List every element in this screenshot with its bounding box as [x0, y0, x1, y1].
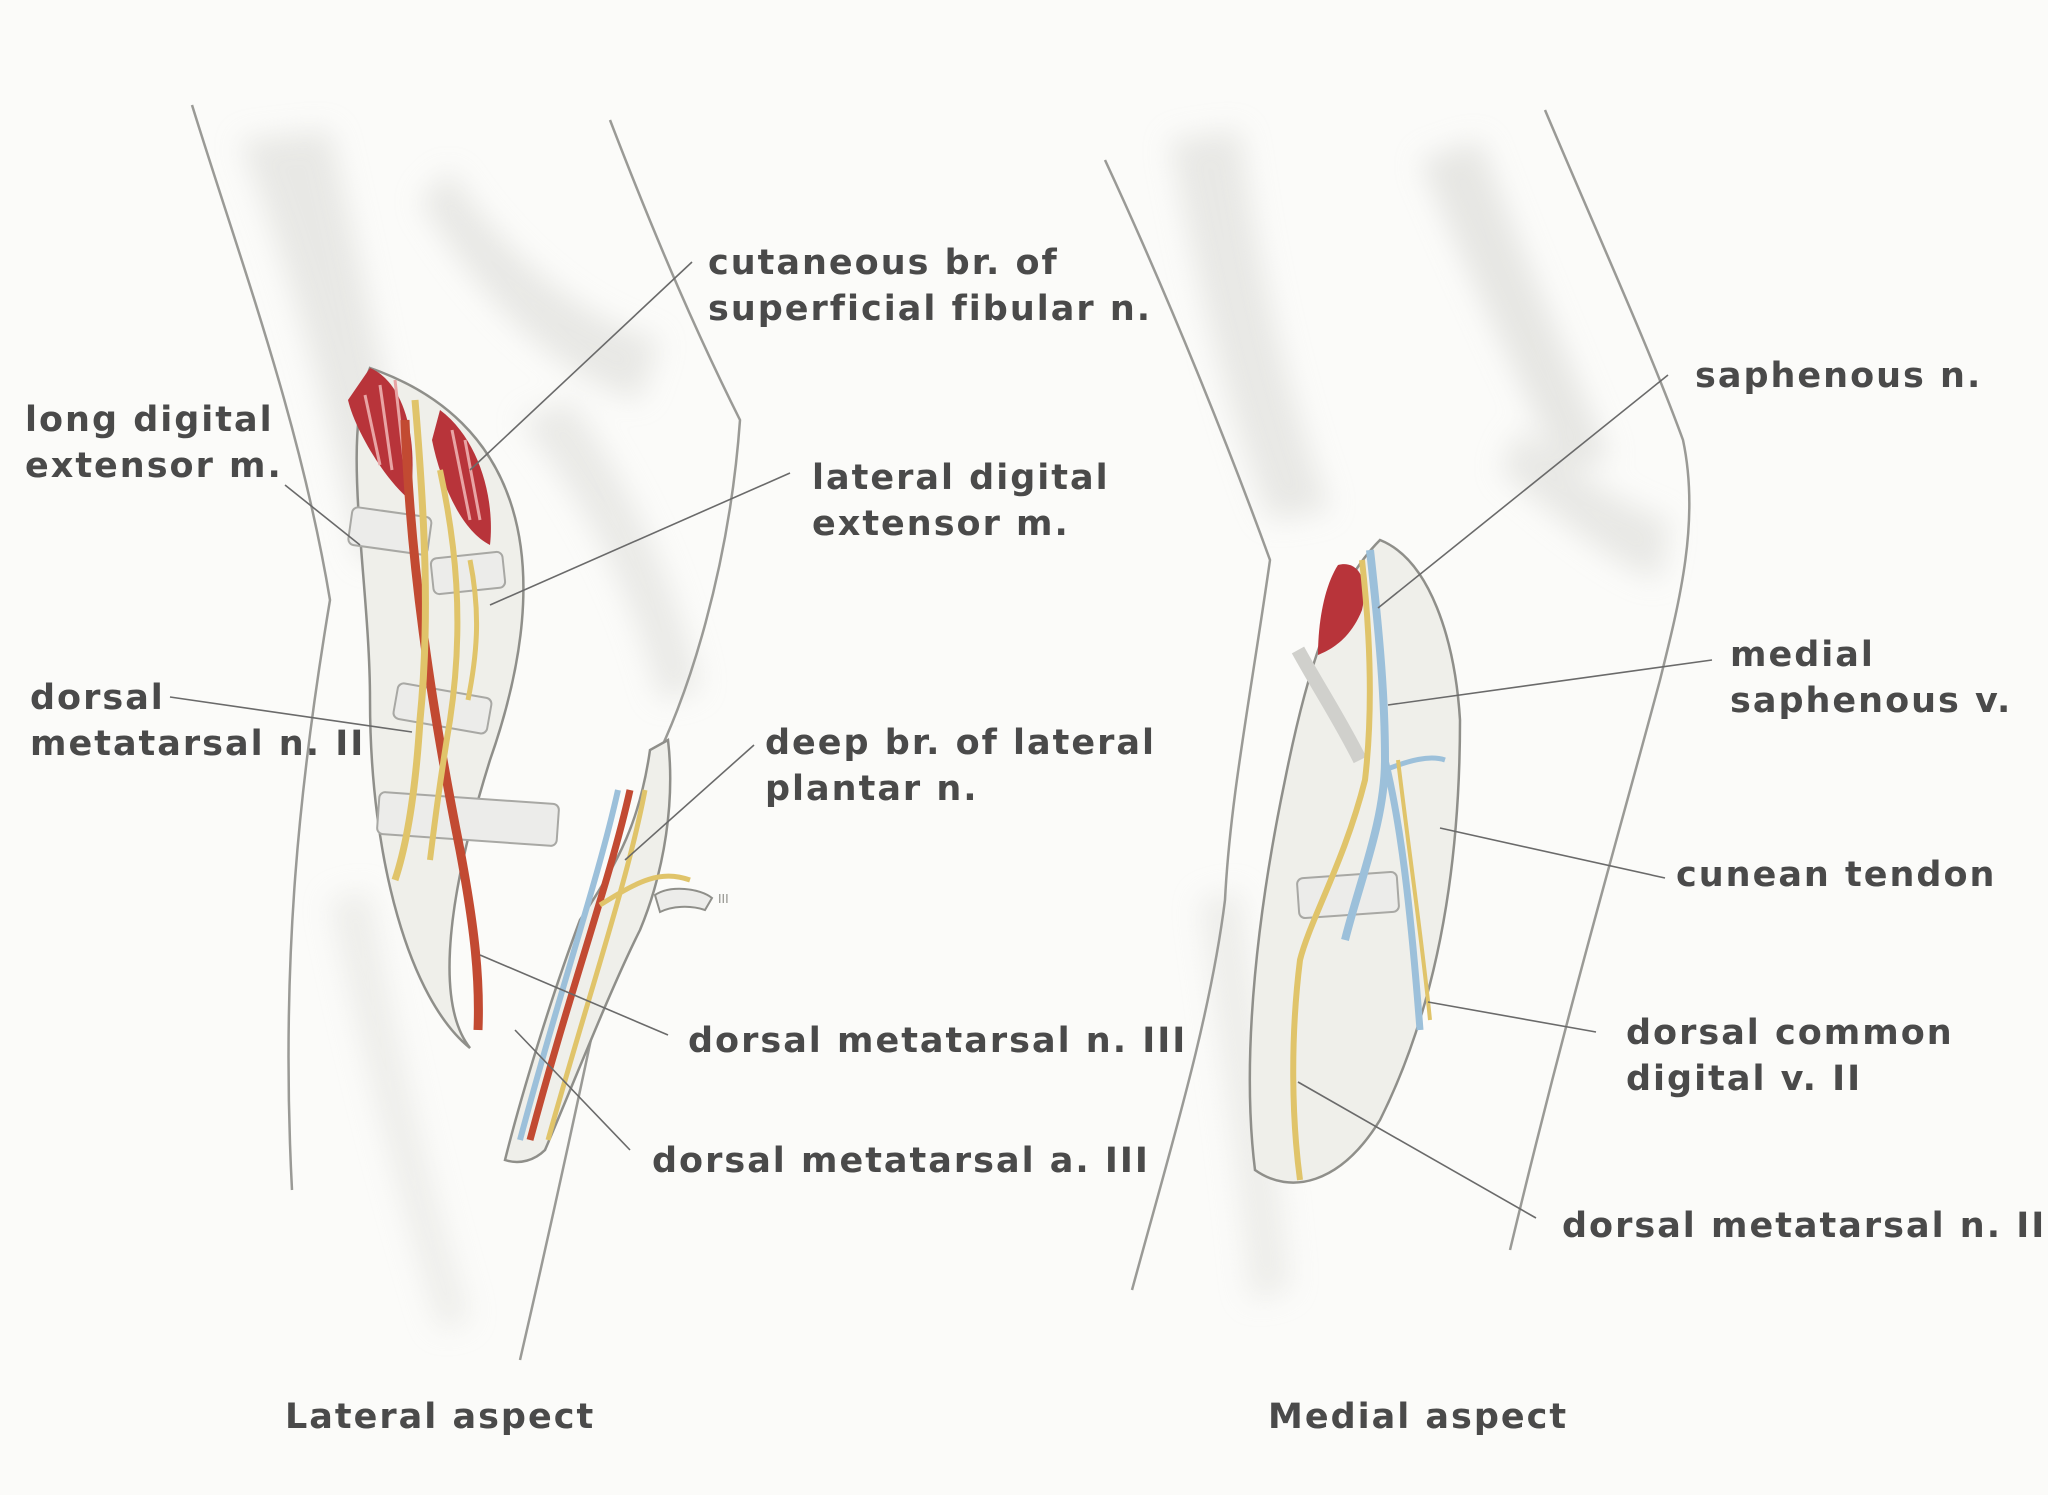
caption-lateral-aspect: Lateral aspect [285, 1397, 596, 1437]
nerve [465, 559, 480, 701]
nerve [1396, 759, 1432, 1021]
medial-limb-shading [1170, 130, 1670, 1300]
lateral-limb: III [190, 104, 742, 1361]
tendon-stump [653, 887, 714, 914]
leader-dorsal-mt-n2-left [169, 696, 413, 733]
vein [1381, 759, 1424, 1031]
leader-lines [169, 261, 1713, 1219]
muscle-belly [1318, 564, 1365, 655]
label-cunean-tendon: cunean tendon [1676, 855, 1997, 895]
label-lateral-digital-extensor: lateral digital extensor m. [812, 458, 1110, 544]
medial-dissection-window [1248, 538, 1462, 1184]
caption-medial-aspect: Medial aspect [1268, 1397, 1569, 1437]
label-medial-saphenous-v: medial saphenous v. [1730, 635, 2013, 721]
tendon-band [376, 791, 560, 847]
leader-medial-saphenous-v [1387, 659, 1713, 706]
lateral-limb-outline-right [518, 119, 742, 1361]
leader-dorsal-mt-n2-right [1297, 1081, 1537, 1219]
nerve [1290, 559, 1373, 1181]
tendon [1291, 646, 1367, 764]
upper-dissection-window [347, 366, 560, 1049]
lateral-limb-outline-left [190, 104, 332, 1191]
tendon-band [429, 550, 507, 596]
label-dorsal-metatarsal-n2-left: dorsal metatarsal n. II [30, 678, 366, 764]
leader-saphenous-n [1377, 374, 1669, 609]
leader-dorsal-mt-n3 [479, 954, 669, 1036]
tendon-band [1296, 870, 1400, 920]
leader-dorsal-common-digital [1427, 1001, 1597, 1033]
medial-limb-outline-right [1508, 109, 1691, 1251]
label-dorsal-metatarsal-n2-right: dorsal metatarsal n. II [1562, 1206, 2047, 1246]
medial-limb-outline-left [1103, 159, 1272, 1291]
leader-lateral-digital [489, 472, 791, 606]
label-long-digital-extensor: long digital extensor m. [25, 400, 283, 486]
leader-cunean-tendon [1439, 827, 1666, 879]
vein [517, 789, 621, 1141]
vein [1384, 755, 1446, 773]
artery [400, 419, 483, 1031]
label-cutaneous-br: cutaneous br. of superficial fibular n. [708, 243, 1153, 329]
nerve [391, 399, 429, 882]
leader-deep-br [624, 744, 755, 861]
artery [526, 789, 634, 1141]
leader-cutaneous-br [469, 261, 693, 471]
leader-dorsal-mt-a3 [514, 1029, 631, 1151]
label-deep-br-lateral-plantar: deep br. of lateral plantar n. [765, 723, 1156, 809]
leader-long-digital [284, 484, 361, 546]
label-dorsal-common-digital: dorsal common digital v. II [1626, 1013, 1954, 1099]
nerve [427, 469, 461, 861]
vein [1341, 549, 1390, 941]
medial-limb [1103, 109, 1691, 1300]
label-dorsal-metatarsal-a3: dorsal metatarsal a. III [652, 1141, 1150, 1181]
label-saphenous-n: saphenous n. [1695, 356, 1983, 396]
nerve [598, 873, 691, 908]
label-dorsal-metatarsal-n3: dorsal metatarsal n. III [688, 1021, 1188, 1061]
tendon-stump-mark: III [718, 892, 729, 906]
